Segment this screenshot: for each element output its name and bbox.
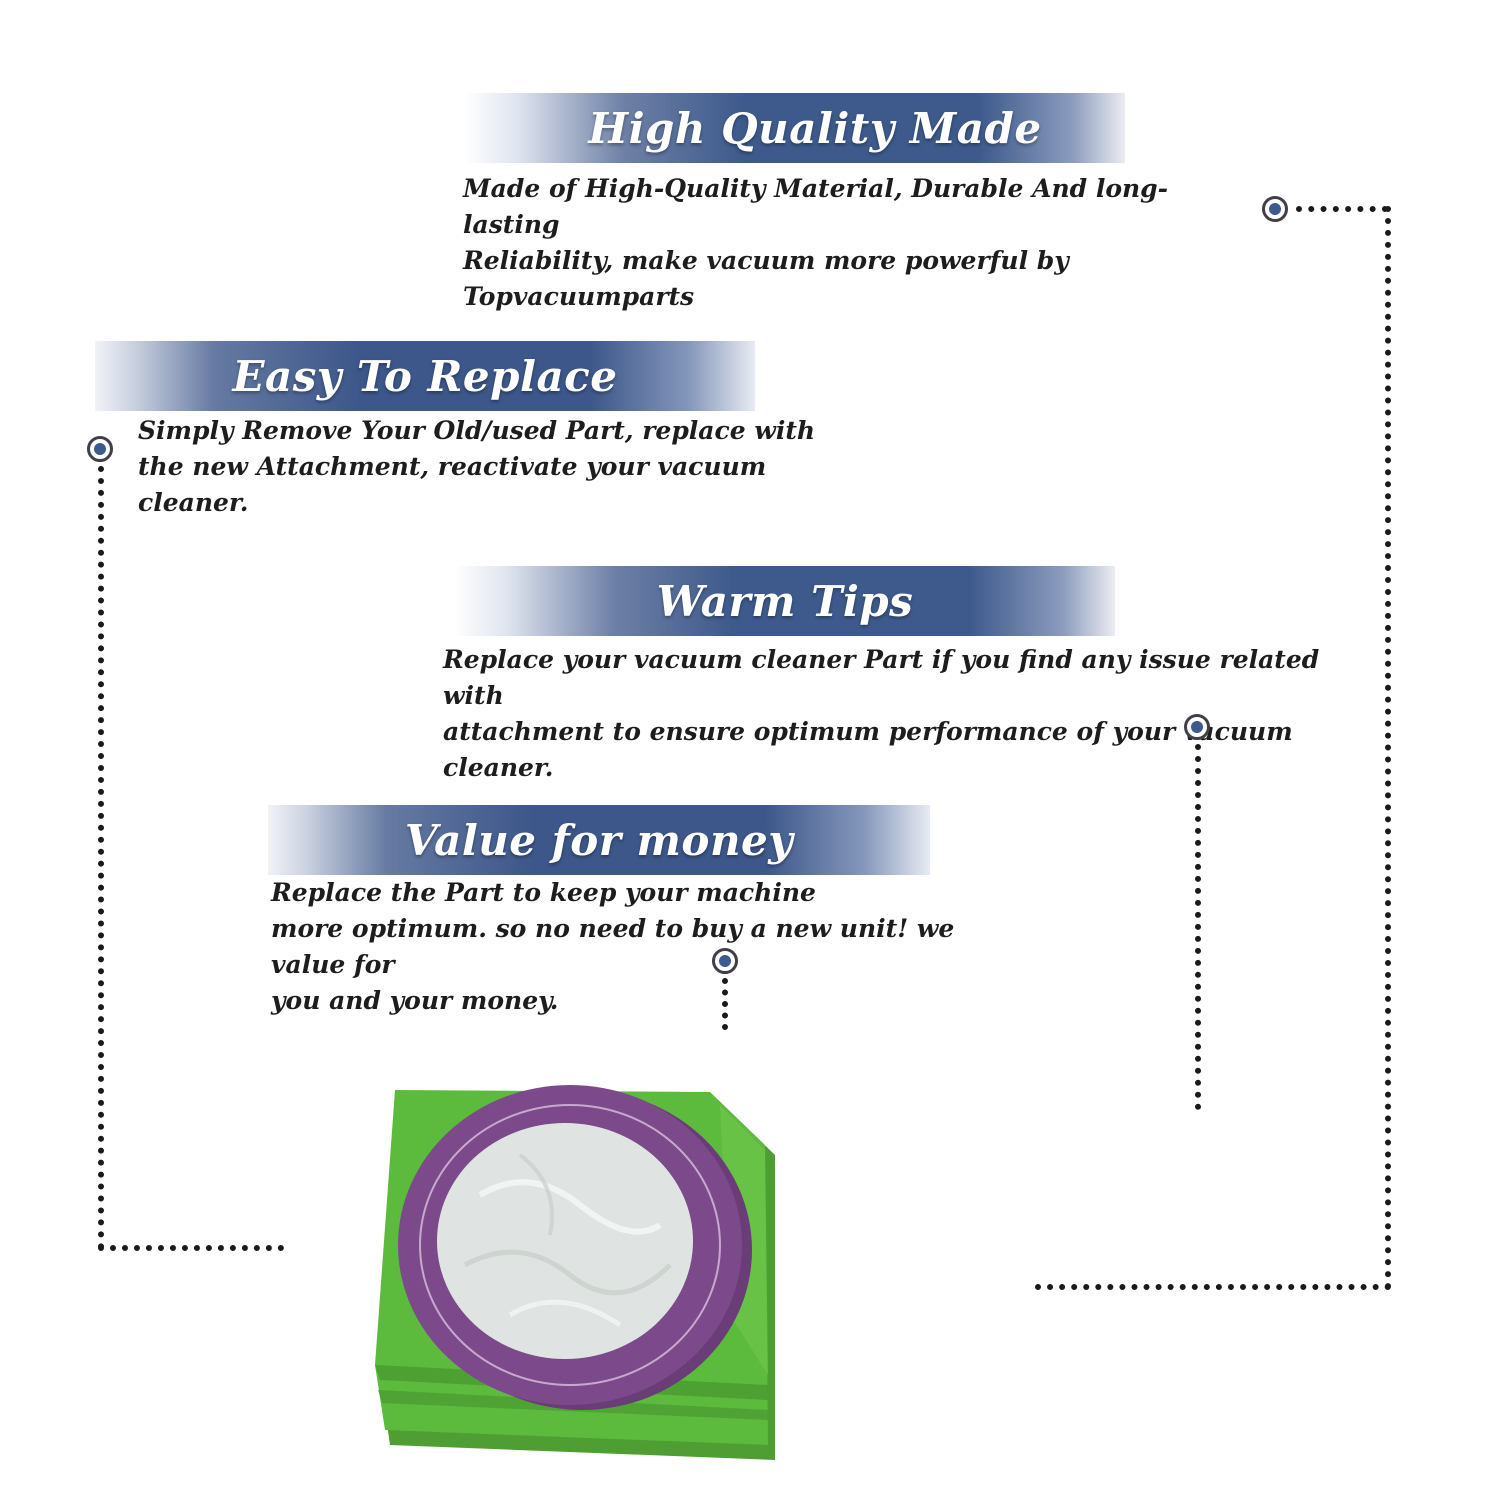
connector-node-icon [87,436,113,462]
dotted-connector-line [98,1245,284,1251]
dotted-connector-line [1195,744,1201,1110]
banner-value-for-money: Value for money [268,805,930,875]
connector-node-icon [1184,714,1210,740]
connector-node-icon [1262,196,1288,222]
description-easy-to-replace: Simply Remove Your Old/used Part, replac… [138,416,816,517]
banner-easy-to-replace: Easy To Replace [95,341,755,411]
banner-warm-tips: Warm Tips [455,566,1115,636]
banner-title: Warm Tips [656,576,914,626]
banner-title: High Quality Made [588,103,1042,153]
dotted-connector-line [722,978,728,1030]
banner-high-quality-made: High Quality Made [465,93,1125,163]
dotted-connector-line [1296,206,1388,212]
dotted-connector-line [1035,1284,1391,1290]
banner-title: Value for money [404,815,794,865]
description-high-quality-made: Made of High-Quality Material, Durable A… [463,174,1169,311]
description-value-for-money: Replace the Part to keep your machine mo… [271,878,955,1015]
banner-title: Easy To Replace [232,351,618,401]
description-warm-tips: Replace your vacuum cleaner Part if you … [443,645,1320,782]
dotted-connector-line [98,466,104,1250]
dotted-connector-line [1385,206,1391,1290]
vacuum-bag-icon [375,1085,775,1460]
connector-node-icon [712,948,738,974]
